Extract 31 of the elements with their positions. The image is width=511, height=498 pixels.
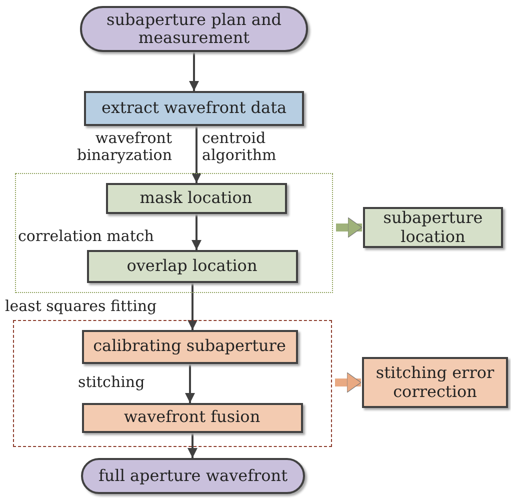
edge-note: wavefront binaryzation	[76, 130, 172, 164]
block-arrow	[336, 217, 362, 238]
block-arrow	[335, 372, 362, 393]
process-box	[362, 357, 508, 408]
node-label: subaperture plan and measurement	[106, 10, 282, 48]
arrow	[192, 214, 202, 250]
process-box	[86, 250, 298, 282]
node-label: subaperture location	[382, 209, 484, 246]
node-label: overlap location	[126, 256, 258, 276]
node-label: calibrating subaperture	[92, 337, 287, 356]
group-frame	[13, 320, 332, 447]
node-label: wavefront fusion	[122, 408, 262, 427]
node-label: extract wavefront data	[100, 99, 288, 118]
terminal-pill	[80, 6, 308, 52]
process-box	[106, 182, 286, 214]
node-label: mask location	[138, 188, 254, 208]
arrow	[189, 52, 199, 91]
terminal-pill	[81, 458, 305, 494]
process-box	[363, 207, 503, 248]
process-box	[82, 402, 302, 432]
node-label: full aperture wavefront	[97, 466, 289, 486]
arrow	[188, 433, 198, 458]
process-box	[84, 91, 304, 126]
arrow	[185, 364, 195, 403]
node-label: stitching error correction	[374, 364, 496, 401]
edge-label: least squares fitting	[5, 298, 157, 316]
process-box	[82, 330, 298, 364]
arrow	[188, 283, 198, 330]
arrow	[192, 126, 202, 183]
edge-note: centroid algorithm	[202, 130, 278, 164]
edge-label: stitching	[78, 374, 145, 392]
